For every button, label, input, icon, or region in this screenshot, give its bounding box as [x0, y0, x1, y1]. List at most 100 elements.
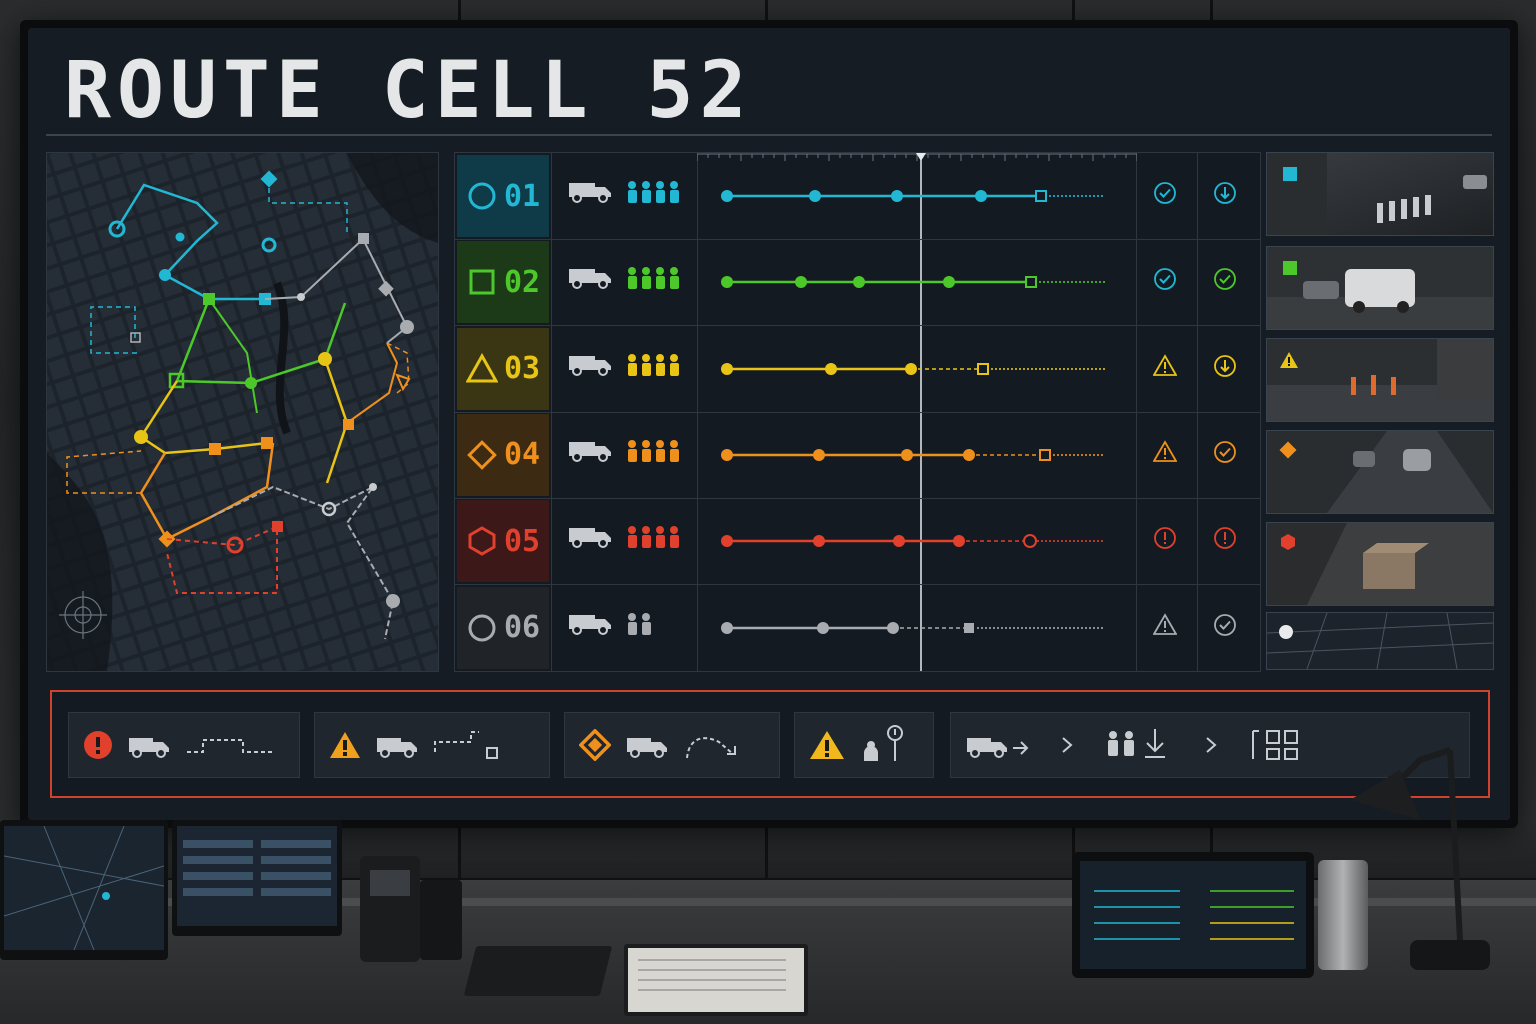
camera-feed-05[interactable] — [1266, 522, 1494, 606]
stop-marker[interactable] — [953, 535, 965, 548]
stop-marker[interactable] — [963, 448, 975, 461]
dispatch-status[interactable] — [1213, 613, 1237, 641]
alert-item-route-05[interactable] — [68, 712, 300, 778]
stop-marker[interactable] — [721, 362, 733, 375]
map-route-06[interactable] — [210, 233, 414, 640]
route-id: 01 — [503, 178, 541, 214]
route-status[interactable] — [1152, 612, 1178, 641]
route-row-02[interactable]: 02 — [455, 239, 1260, 327]
stop-marker[interactable] — [721, 276, 733, 289]
crew-transfer-icon — [1108, 729, 1165, 758]
stop-marker[interactable] — [891, 190, 903, 202]
stop-marker[interactable] — [943, 276, 955, 289]
destination-marker[interactable] — [1035, 190, 1047, 202]
route-badge-02[interactable]: 02 — [457, 241, 549, 324]
stop-marker[interactable] — [813, 535, 825, 548]
destination-marker[interactable] — [1023, 534, 1037, 549]
route-badge-04[interactable]: 04 — [457, 413, 549, 496]
map-route-02[interactable] — [168, 293, 347, 414]
van-icon — [569, 269, 611, 290]
stop-marker[interactable] — [721, 621, 733, 634]
alert-item-handoff[interactable] — [950, 712, 1470, 778]
route-status[interactable] — [1153, 526, 1177, 554]
route-row-01[interactable]: 01 — [455, 153, 1260, 240]
route-badge-06[interactable]: 06 — [457, 586, 549, 669]
route-status[interactable] — [1153, 181, 1177, 209]
route-id: 04 — [503, 437, 541, 473]
route-status[interactable] — [1152, 440, 1178, 468]
stop-marker[interactable] — [721, 190, 733, 202]
camera-feed-02[interactable] — [1266, 246, 1494, 330]
dispatch-status[interactable] — [1213, 267, 1237, 295]
notebook — [463, 946, 613, 996]
stop-marker[interactable] — [893, 535, 905, 548]
camera-feed-06[interactable] — [1266, 612, 1494, 670]
destination-marker[interactable] — [964, 622, 974, 633]
dispatch-status[interactable] — [1213, 354, 1237, 382]
route-timeline-03[interactable] — [697, 326, 1137, 412]
stop-marker[interactable] — [721, 535, 733, 548]
stop-marker[interactable] — [901, 448, 913, 461]
route-diamond-icon — [467, 440, 497, 470]
stop-marker[interactable] — [887, 621, 899, 634]
route-timeline-05[interactable] — [697, 498, 1137, 584]
route-02-marker-icon — [1283, 261, 1297, 275]
route-timeline-02[interactable] — [697, 239, 1137, 325]
route-map[interactable] — [46, 152, 439, 672]
stop-marker[interactable] — [795, 276, 807, 289]
map-route-01[interactable] — [90, 170, 348, 354]
warning-triangle-icon — [1152, 353, 1178, 376]
alert-circle-icon — [84, 731, 112, 759]
route-04-marker-icon — [1279, 441, 1297, 459]
route-row-06[interactable]: 06 — [455, 585, 1260, 671]
clipboard — [624, 944, 808, 1016]
van-icon — [569, 528, 611, 549]
route-triangle-icon — [465, 352, 498, 383]
route-badge-03[interactable]: 03 — [457, 327, 549, 410]
warning-triangle-icon — [1152, 440, 1178, 462]
stop-marker[interactable] — [975, 190, 987, 202]
stop-marker[interactable] — [721, 448, 733, 461]
alert-item-crew[interactable] — [794, 712, 934, 778]
route-badge-05[interactable]: 05 — [457, 500, 549, 583]
stop-marker[interactable] — [813, 448, 825, 461]
route-circle-icon — [468, 614, 496, 641]
route-row-03[interactable]: 03 — [455, 326, 1260, 413]
compass-rose-icon — [59, 591, 107, 639]
destination-marker[interactable] — [977, 362, 989, 375]
dispatch-status[interactable] — [1213, 440, 1237, 468]
route-square-icon — [469, 269, 495, 295]
route-timeline-04[interactable] — [697, 412, 1137, 498]
van-icon — [569, 355, 611, 376]
stop-marker[interactable] — [825, 362, 837, 375]
route-row-04[interactable]: 04 — [455, 412, 1260, 499]
destination-marker[interactable] — [1039, 448, 1051, 461]
alert-item-route-04[interactable] — [564, 712, 780, 778]
stop-marker[interactable] — [809, 190, 821, 202]
route-row-05[interactable]: 05 — [455, 498, 1260, 586]
stop-marker[interactable] — [853, 276, 865, 289]
current-time-marker[interactable] — [916, 153, 926, 161]
dispatch-status[interactable] — [1213, 181, 1237, 209]
dispatch-status[interactable] — [1213, 526, 1237, 554]
map-route-05[interactable] — [166, 521, 283, 594]
route-timeline-06[interactable] — [697, 585, 1137, 671]
camera-feed-04[interactable] — [1266, 430, 1494, 514]
destination-marker[interactable] — [1025, 276, 1037, 289]
camera-feed-03[interactable] — [1266, 338, 1494, 422]
route-timeline-01[interactable] — [697, 153, 1137, 239]
detour-path-icon — [187, 739, 273, 753]
route-03-marker-icon — [1280, 352, 1298, 368]
van-icon — [569, 441, 611, 462]
crew-location-pin-icon — [864, 725, 903, 761]
alert-item-route-03[interactable] — [314, 712, 550, 778]
map-route-04[interactable] — [66, 342, 411, 548]
route-badge-01[interactable]: 01 — [457, 155, 549, 237]
route-status[interactable] — [1152, 353, 1178, 382]
stop-marker[interactable] — [817, 621, 829, 634]
dashboard-screen: ROUTE CELL 52 — [28, 28, 1510, 820]
stop-marker[interactable] — [905, 362, 917, 375]
route-status[interactable] — [1153, 267, 1177, 295]
camera-feed-01[interactable] — [1266, 152, 1494, 236]
radio-handset — [420, 880, 462, 960]
